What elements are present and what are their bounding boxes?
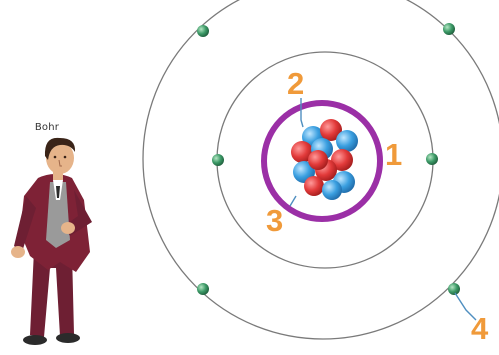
- label-3: 3: [266, 205, 283, 236]
- electron-icon: [426, 153, 438, 165]
- electron-icon: [212, 154, 224, 166]
- outer-orbit-electrons: [197, 23, 460, 295]
- label-2: 2: [287, 68, 304, 99]
- label-1: 1: [385, 139, 402, 170]
- scientist-figure-icon: [11, 138, 92, 345]
- electron-icon: [197, 283, 209, 295]
- callout-line-3: [290, 196, 296, 206]
- label-4: 4: [471, 313, 488, 344]
- callout-line-2: [301, 98, 303, 127]
- scientist-caption: Bohr: [20, 122, 74, 133]
- electron-icon: [443, 23, 455, 35]
- electron-icon: [448, 283, 460, 295]
- electron-icon: [197, 25, 209, 37]
- nucleus-icon: [291, 119, 358, 200]
